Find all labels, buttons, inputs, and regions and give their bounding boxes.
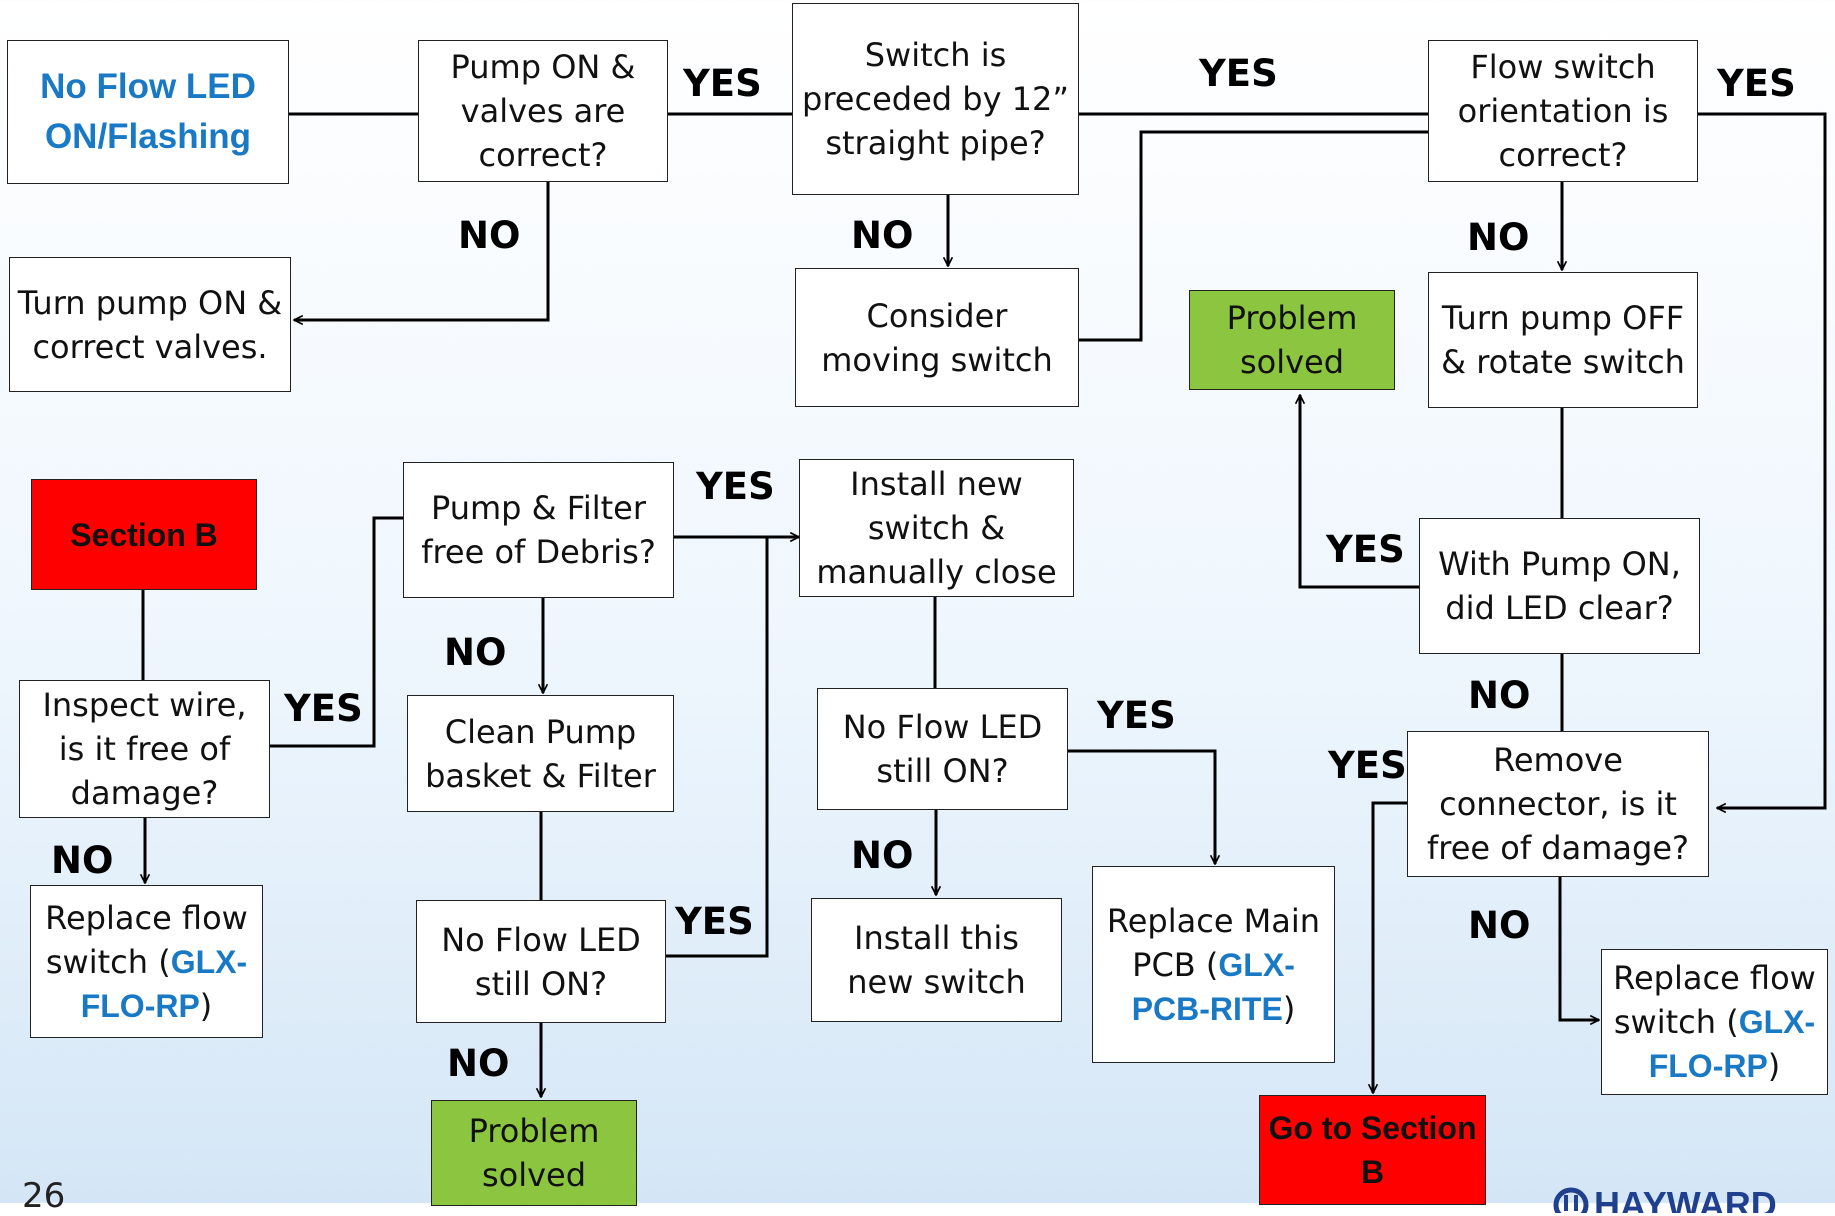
straight-pipe-decision: Switch is preceded by 12” straight pipe? (792, 3, 1079, 195)
install-new-switch-action: Install new switch & manually close (799, 459, 1074, 597)
no-flow-still-on-mid: No Flow LED still ON? (817, 688, 1068, 810)
line-inspect-yes (270, 516, 403, 748)
no-flow-still-mid-text: No Flow LED still ON? (842, 708, 1043, 790)
line-led-yes (1300, 395, 1419, 589)
line-consider-to-orientation (1079, 130, 1428, 342)
go-to-section-b-text: Go to Section B (1268, 1110, 1477, 1190)
turn-pump-off-text: Turn pump OFF & rotate switch (1441, 299, 1685, 381)
no-flow-led-start: No Flow LED ON/Flashing (7, 40, 289, 184)
clean-pump-action: Clean Pump basket & Filter (407, 695, 674, 812)
go-to-section-b: Go to Section B (1259, 1095, 1486, 1205)
no-label-led-clear: NO (1468, 674, 1531, 717)
no-label-connector: NO (1468, 904, 1531, 947)
no-label-pipe: NO (851, 214, 914, 257)
consider-moving-text: Consider moving switch (821, 296, 1053, 379)
line-still-yes (666, 537, 769, 958)
remove-connector-decision: Remove connector, is it free of damage? (1407, 731, 1709, 877)
line-pump-no (294, 182, 550, 320)
pump-on-valves-decision: Pump ON & valves are correct? (418, 40, 668, 182)
led-clear-decision: With Pump ON, did LED clear? (1419, 518, 1700, 654)
line-mid-yes (1068, 749, 1215, 864)
section-b-text: Section B (70, 516, 218, 553)
no-label-still-left: NO (447, 1042, 510, 1085)
replace-main-pcb-text: Replace Main PCB (GLX-PCB-RITE) (1099, 899, 1328, 1031)
no-flow-led-text: No Flow LED ON/Flashing (40, 67, 256, 156)
install-this-switch-action: Install this new switch (811, 898, 1062, 1022)
no-label-still-mid: NO (851, 834, 914, 877)
consider-moving-action: Consider moving switch (795, 268, 1079, 407)
yes-label-still-left: YES (675, 900, 754, 943)
replace-pcb-suffix: ) (1282, 989, 1296, 1028)
orientation-text: Flow switch orientation is correct? (1457, 48, 1669, 174)
hayward-logo: HAYWARD (1550, 1183, 1835, 1213)
problem-solved-bottom: Problem solved (431, 1100, 637, 1206)
yes-label-connector: YES (1328, 744, 1407, 787)
no-flow-still-left-text: No Flow LED still ON? (441, 920, 641, 1003)
pump-on-valves-text: Pump ON & valves are correct? (450, 48, 636, 174)
orientation-decision: Flow switch orientation is correct? (1428, 40, 1698, 182)
hayward-logo-text: HAYWARD (1594, 1184, 1777, 1213)
replace-flow-right-prefix: Replace flow switch ( (1613, 959, 1816, 1041)
replace-flow-switch-right: Replace flow switch (GLX-FLO-RP) (1601, 949, 1828, 1095)
replace-flow-right-code: GLX-FLO-RP (1648, 1004, 1816, 1084)
line-connector-no (1558, 877, 1599, 1020)
led-clear-text: With Pump ON, did LED clear? (1438, 545, 1681, 627)
yes-label-still-mid: YES (1097, 694, 1176, 737)
turn-pump-off-action: Turn pump OFF & rotate switch (1428, 272, 1698, 408)
replace-flow-switch-left-text: Replace flow switch (GLX-FLO-RP) (37, 896, 256, 1028)
no-label-inspect: NO (51, 839, 114, 882)
section-b-start: Section B (31, 479, 257, 590)
inspect-wire-text: Inspect wire, is it free of damage? (42, 686, 247, 812)
yes-label-orientation: YES (1717, 62, 1796, 105)
turn-pump-on-text: Turn pump ON & correct valves. (17, 283, 283, 366)
no-flow-still-on-left: No Flow LED still ON? (416, 900, 666, 1023)
remove-connector-text: Remove connector, is it free of damage? (1427, 741, 1689, 867)
replace-pcb-prefix: Replace Main PCB ( (1106, 901, 1321, 984)
yes-label-debris: YES (696, 465, 775, 508)
line-orientation-yes (1698, 112, 1827, 808)
yes-label-inspect: YES (284, 687, 363, 730)
yes-label-led-clear: YES (1326, 528, 1405, 571)
problem-solved-top: Problem solved (1189, 290, 1395, 390)
replace-flow-left-suffix: ) (199, 986, 213, 1025)
pump-filter-debris-text: Pump & Filter free of Debris? (421, 489, 656, 571)
replace-flow-switch-right-text: Replace flow switch (GLX-FLO-RP) (1608, 956, 1821, 1088)
yes-label-pump: YES (683, 62, 762, 105)
replace-main-pcb: Replace Main PCB (GLX-PCB-RITE) (1092, 866, 1335, 1063)
straight-pipe-text: Switch is preceded by 12” straight pipe? (802, 36, 1069, 162)
install-new-switch-text: Install new switch & manually close (816, 465, 1057, 591)
replace-flow-left-prefix: Replace flow switch ( (45, 898, 248, 981)
replace-flow-switch-left: Replace flow switch (GLX-FLO-RP) (30, 885, 263, 1038)
clean-pump-text: Clean Pump basket & Filter (425, 712, 656, 795)
replace-flow-right-suffix: ) (1767, 1047, 1781, 1085)
install-this-switch-text: Install this new switch (847, 919, 1026, 1001)
no-label-pump: NO (458, 214, 521, 257)
inspect-wire-decision: Inspect wire, is it free of damage? (19, 680, 270, 818)
pump-filter-debris-decision: Pump & Filter free of Debris? (403, 462, 674, 598)
turn-pump-on-action: Turn pump ON & correct valves. (9, 257, 291, 392)
page-number: 26 (22, 1176, 66, 1216)
problem-solved-bottom-text: Problem solved (468, 1112, 600, 1194)
no-label-orientation: NO (1467, 216, 1530, 259)
replace-pcb-code: GLX-PCB-RITE (1131, 946, 1295, 1027)
yes-label-pipe: YES (1199, 52, 1278, 95)
problem-solved-top-text: Problem solved (1226, 299, 1358, 381)
replace-flow-left-code: GLX-FLO-RP (80, 943, 248, 1024)
hayward-logo-mark: HAYWARD (1553, 1184, 1777, 1213)
line-connector-yes (1373, 801, 1407, 1093)
no-label-debris: NO (444, 631, 507, 674)
